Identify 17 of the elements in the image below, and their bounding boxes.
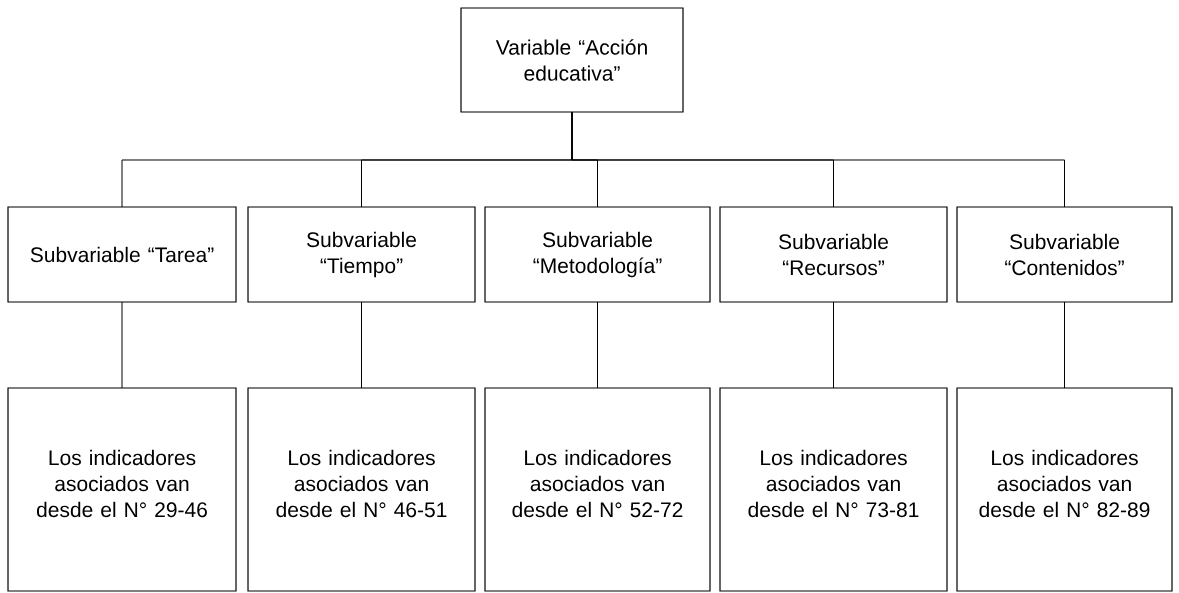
connector-line <box>1064 301 1065 389</box>
indicator-box: Los indicadores asociados van desde el N° 73-81 <box>719 387 948 592</box>
connector-line <box>571 111 1065 208</box>
subvariable-box: Subvariable “Contenidos” <box>956 206 1173 303</box>
subvariable-box: Subvariable “Recursos” <box>719 206 948 303</box>
variable-box: Variable “Acción educativa” <box>460 7 684 113</box>
indicator-box: Los indicadores asociados van desde el N° 52-72 <box>484 387 711 592</box>
connector-line <box>361 301 362 389</box>
subvariable-box: Subvariable “Tiempo” <box>247 206 476 303</box>
indicator-box: Los indicadores asociados van desde el N° 46-51 <box>247 387 476 592</box>
connector-line <box>121 301 123 389</box>
connector-line <box>597 301 598 389</box>
connector-line <box>833 301 834 389</box>
indicator-box: Los indicadores asociados van desde el N° 82-89 <box>956 387 1173 592</box>
subvariable-box: Subvariable “Metodología” <box>484 206 711 303</box>
indicator-box: Los indicadores asociados van desde el N° 29-46 <box>7 387 237 592</box>
subvariable-box: Subvariable “Tarea” <box>7 206 237 303</box>
